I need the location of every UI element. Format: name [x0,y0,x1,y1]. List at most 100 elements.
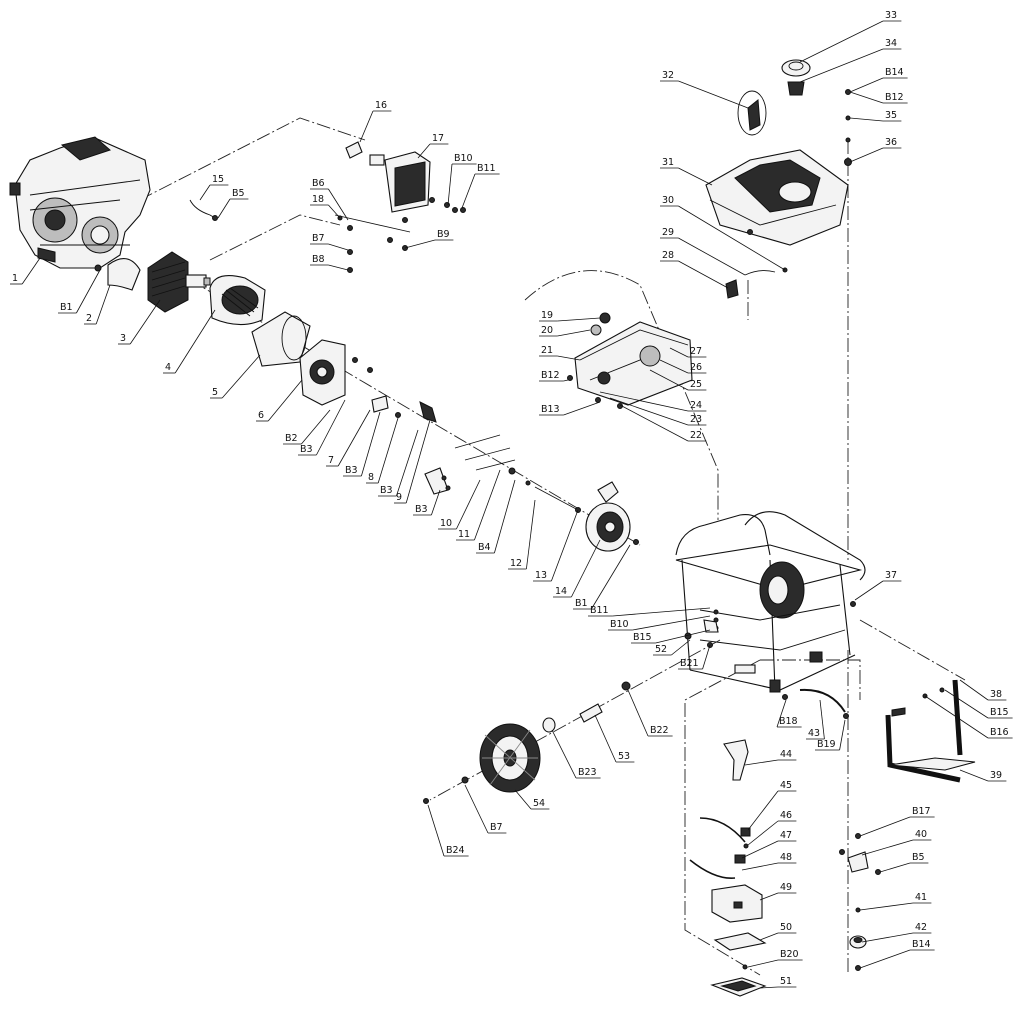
callout-6: 6 [256,379,303,422]
callout-b6: B6 [310,178,349,221]
tank-mount-fasteners [844,89,852,166]
callout-leader [396,429,419,497]
callout-text: B3 [415,504,428,515]
callout-text: B11 [590,605,609,616]
callout-51: 51 [759,976,797,989]
callout-text: 35 [885,110,897,121]
callout-text: 44 [780,749,792,760]
callout-leader [129,299,161,345]
callout-36: 36 [849,137,902,163]
callout-34: 34 [799,38,902,83]
callout-b2: B2 [283,409,331,445]
callout-leader [747,959,779,968]
callout-text: 33 [885,10,897,21]
callout-text: B23 [578,767,597,778]
callout-leader [217,198,231,219]
callout-b1: B1 [573,544,631,610]
callout-leader [431,489,441,516]
callout-text: 20 [541,325,553,336]
callout-text: 42 [915,922,927,933]
callout-leader [417,143,431,159]
callout-text: 16 [375,100,387,111]
callout-text: 29 [662,227,674,238]
callout-leader [474,469,501,541]
recoil-starter [585,481,639,552]
callout-leader [671,639,691,656]
callout-leader [551,509,579,582]
vibration-mounts [839,833,881,971]
callout-leader [526,499,536,570]
callout-b12: B12 [849,91,908,104]
callout-11: 11 [456,469,501,541]
callout-leader [174,309,216,374]
fuel-line [782,688,849,719]
callout-b24: B24 [427,804,469,857]
callout-24: 24 [599,391,707,412]
callout-leader [609,397,689,426]
callout-18: 18 [310,194,341,219]
callout-text: 12 [510,558,522,569]
callout-text: B22 [650,725,669,736]
callout-text: 21 [541,345,553,356]
callout-leader [799,48,884,83]
callout-52: 52 [653,639,691,656]
callout-text: 10 [440,518,452,529]
callout-text: 27 [690,346,702,357]
battery-compartment [689,739,767,997]
callout-text: 51 [780,976,792,987]
callout-leader [678,205,786,271]
callout-text: 46 [780,810,792,821]
callout-leader [571,539,601,598]
callout-text: B5 [232,188,245,199]
callout-leader [944,689,989,719]
callout-45: 45 [747,780,797,831]
callout-26: 26 [659,359,707,374]
callout-47: 47 [741,830,797,859]
callout-b3: B3 [413,489,441,516]
callout-text: B7 [490,822,503,833]
callout-text: B18 [779,716,798,727]
callout-text: 25 [690,379,702,390]
callout-14: 14 [553,539,601,598]
callout-leader [759,932,779,941]
callout-39: 39 [959,769,1007,782]
callout-text: 41 [915,892,927,903]
callout-text: 28 [662,250,674,261]
callout-17: 17 [417,133,449,159]
callout-leader [514,789,532,810]
callout-text: B3 [345,465,358,476]
callout-leader [627,689,649,737]
callout-leader [655,629,711,644]
callout-leader [456,479,481,530]
callout-leader [464,784,489,834]
callout-leader [328,204,341,219]
callout-text: 30 [662,195,674,206]
callout-leader [859,949,911,969]
callout-text: 18 [312,194,324,205]
callout-text: B5 [912,852,925,863]
callout-text: B3 [380,485,393,496]
callout-text: B2 [285,433,298,444]
callout-leader [747,820,779,846]
callout-b11: B11 [461,163,500,209]
callout-leader [557,317,601,322]
callout-leader [361,411,381,477]
callout-7: 7 [326,409,371,467]
callout-leader [859,902,914,911]
callout-leader [678,260,729,289]
callout-20: 20 [539,325,591,337]
control-box [189,141,466,273]
callout-b18: B18 [776,699,802,728]
callout-leader [619,404,689,442]
callout-text: 5 [212,387,218,398]
callout-leader [759,986,779,989]
callout-b13: B13 [539,401,601,416]
callout-b3: B3 [343,411,381,477]
callout-leader [557,329,591,337]
callout-leader [702,644,711,670]
callout-25: 25 [649,369,707,391]
callout-text: 37 [885,570,897,581]
callout-b14: B14 [849,67,908,93]
callout-leader [632,615,711,631]
